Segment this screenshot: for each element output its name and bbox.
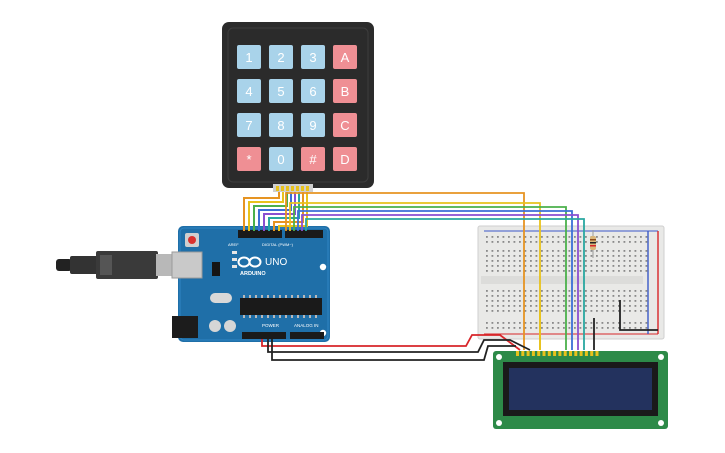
keypad-key[interactable]: A <box>333 45 357 69</box>
keypad-key-label: # <box>309 152 317 167</box>
usb-port <box>171 251 203 279</box>
power-jack <box>172 316 198 338</box>
signal-wires <box>285 192 595 350</box>
resistor <box>590 230 596 258</box>
board-model: UNO <box>265 257 287 268</box>
keypad-key-label: 7 <box>245 118 252 133</box>
keypad-key-label: 2 <box>277 50 284 65</box>
keypad-key-label: A <box>341 50 350 65</box>
keypad-4x4[interactable]: 1 2 3 A 4 5 6 B 7 8 9 C * 0 # D <box>222 22 374 192</box>
keypad-key[interactable]: 4 <box>237 79 261 103</box>
arduino-uno-board[interactable]: ARDUINO UNO DIGITAL (PWM~) AREF POWER AN… <box>171 226 330 342</box>
breadboard[interactable] <box>477 225 665 340</box>
keypad-key-label: 3 <box>309 50 316 65</box>
keypad-key[interactable]: 7 <box>237 113 261 137</box>
power-label: POWER <box>262 323 280 328</box>
keypad-key-label: 0 <box>277 152 284 167</box>
keypad-key[interactable]: # <box>301 147 325 171</box>
analog-label: ANALOG IN <box>294 323 319 328</box>
keypad-key-label: C <box>340 118 349 133</box>
power-wires <box>261 300 658 361</box>
keypad-key[interactable]: 8 <box>269 113 293 137</box>
keypad-key[interactable]: 9 <box>301 113 325 137</box>
board-brand: ARDUINO <box>240 271 266 277</box>
keypad-key[interactable]: B <box>333 79 357 103</box>
keypad-key[interactable]: C <box>333 113 357 137</box>
keypad-key-label: 4 <box>245 84 252 99</box>
keypad-key[interactable]: 1 <box>237 45 261 69</box>
keypad-key[interactable]: D <box>333 147 357 171</box>
keypad-key[interactable]: 3 <box>301 45 325 69</box>
keypad-key[interactable]: 2 <box>269 45 293 69</box>
keypad-key-label: D <box>340 152 349 167</box>
lcd-pins <box>516 351 599 356</box>
keypad-key-label: 9 <box>309 118 316 133</box>
lcd-screen <box>509 368 652 410</box>
keypad-key[interactable]: 0 <box>269 147 293 171</box>
keypad-wires <box>243 190 308 231</box>
keypad-key-label: * <box>246 152 251 167</box>
keypad-key-label: 5 <box>277 84 284 99</box>
keypad-key-label: B <box>341 84 350 99</box>
lcd-16x2[interactable] <box>493 351 668 429</box>
keypad-key-label: 6 <box>309 84 316 99</box>
digital-label: DIGITAL (PWM~) <box>262 242 294 247</box>
arduino-logo-icon <box>237 256 262 268</box>
reset-button[interactable] <box>188 236 196 244</box>
breadboard-holes <box>486 236 648 329</box>
atmega-chip <box>240 298 322 315</box>
keypad-key[interactable]: 5 <box>269 79 293 103</box>
keypad-key[interactable]: * <box>237 147 261 171</box>
aref-label: AREF <box>228 242 239 247</box>
keypad-key-label: 1 <box>245 50 252 65</box>
keypad-key-label: 8 <box>277 118 284 133</box>
usb-cable <box>56 251 176 279</box>
keypad-key[interactable]: 6 <box>301 79 325 103</box>
